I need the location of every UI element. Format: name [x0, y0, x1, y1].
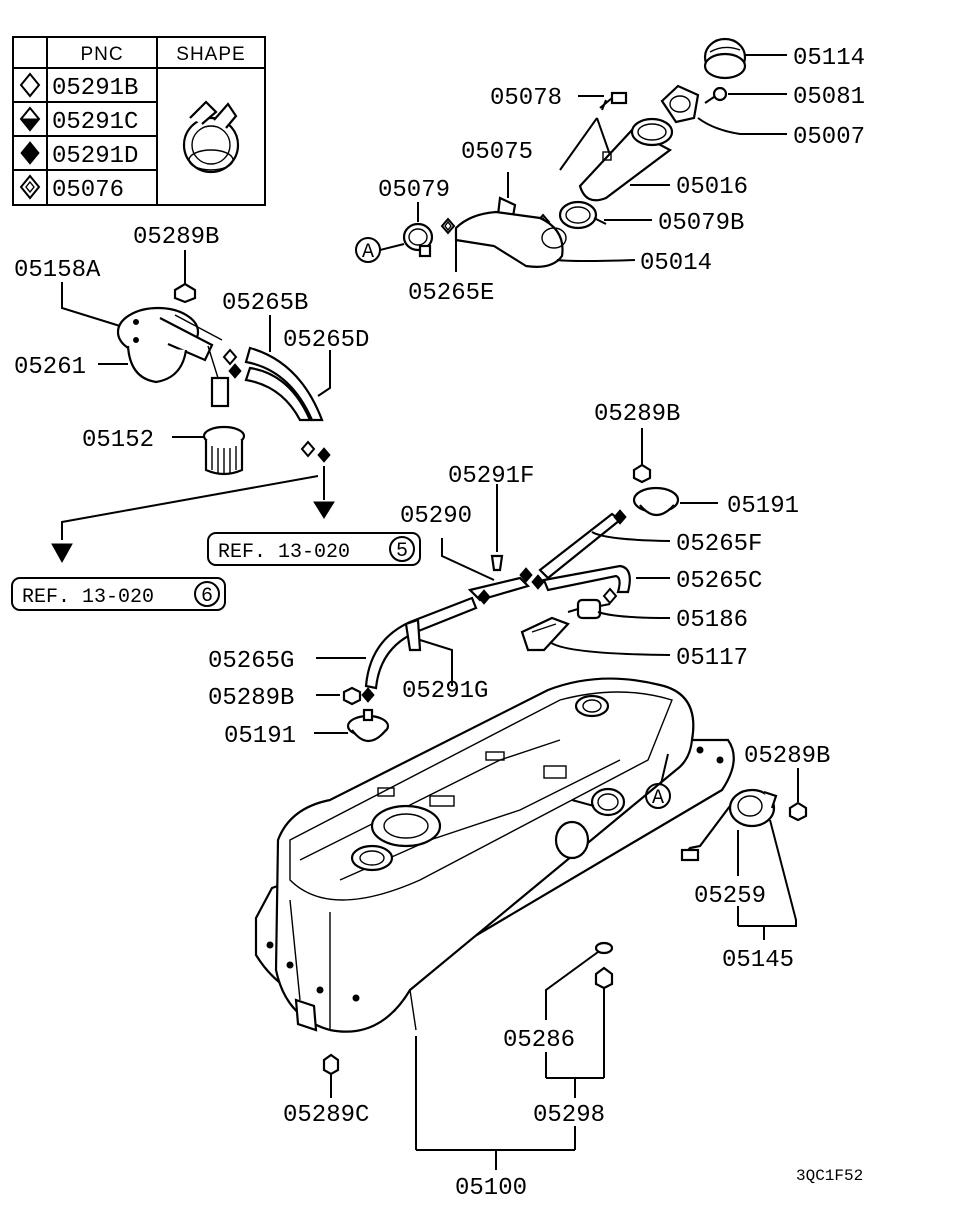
- label-05075: 05075: [461, 139, 533, 166]
- label-05265e: 05265E: [408, 280, 494, 307]
- filler-pipe: [578, 117, 674, 202]
- nut-05289b-top: [173, 282, 197, 304]
- label-05289c: 05289C: [283, 1102, 369, 1129]
- label-05100: 05100: [455, 1175, 527, 1202]
- label-05152: 05152: [82, 427, 154, 454]
- fuel-pump-assembly: [51, 250, 335, 564]
- reference-box-13-020-5[interactable]: REF. 13-020 5: [207, 532, 421, 566]
- hollow-diamond-icon: [19, 72, 41, 98]
- label-05014: 05014: [640, 250, 712, 277]
- down-arrow-icon: [313, 501, 335, 519]
- check-valve-05186: [567, 598, 611, 620]
- label-05286: 05286: [503, 1027, 575, 1054]
- legend-code-05291b: 05291B: [52, 75, 138, 102]
- label-05289b-mid: 05289B: [594, 401, 680, 428]
- legend-header-pnc: PNC: [80, 44, 123, 65]
- label-05289b-top: 05289B: [133, 224, 219, 251]
- bolt-05078: [599, 91, 628, 111]
- fuel-gauge-sender-assembly: [680, 768, 808, 940]
- label-05290: 05290: [400, 503, 472, 530]
- label-05291g: 05291G: [402, 678, 488, 705]
- fuel-pump-body: [126, 345, 230, 408]
- legend-code-05291d: 05291D: [52, 143, 138, 170]
- reference-text: REF. 13-020: [218, 541, 350, 564]
- rollover-valve-left: [346, 708, 390, 743]
- fuel-gauge-unit: [680, 788, 778, 862]
- label-05078: 05078: [490, 85, 562, 112]
- reference-box-13-020-6[interactable]: REF. 13-020 6: [11, 577, 226, 611]
- tank-mounting-hardware: [322, 941, 614, 1170]
- label-05265c: 05265C: [676, 568, 762, 595]
- figure-code: 3QC1F52: [796, 1167, 863, 1185]
- label-05016: 05016: [676, 174, 748, 201]
- label-05191-left: 05191: [224, 723, 296, 750]
- part-number-labels: 05114 05078 05081 05007 05075 05016 0507…: [14, 45, 865, 1202]
- fuel-cap: [703, 37, 747, 80]
- screw-05081: [704, 86, 728, 104]
- label-05291f: 05291F: [448, 463, 534, 490]
- down-arrow-icon: [51, 543, 73, 564]
- label-05007: 05007: [793, 124, 865, 151]
- label-05259: 05259: [694, 883, 766, 910]
- symbol-legend-table: PNC SHAPE 05291B 05291C 05291D 05076: [12, 36, 266, 206]
- legend-code-05291c: 05291C: [52, 109, 138, 136]
- reference-marker-a: [645, 783, 671, 809]
- fuel-hoses-05265b-05265d: [244, 346, 324, 422]
- label-05265b: 05265B: [222, 290, 308, 317]
- reference-marker-a-label: A: [362, 241, 374, 264]
- rollover-valve-top: [632, 486, 680, 517]
- label-05289b-left: 05289B: [208, 685, 294, 712]
- label-05145: 05145: [722, 947, 794, 974]
- label-05079: 05079: [378, 177, 450, 204]
- fuel-filler-assembly: A: [355, 37, 787, 272]
- vapor-line-assembly: [314, 428, 718, 743]
- label-05265d: 05265D: [283, 327, 369, 354]
- label-05191-top: 05191: [727, 493, 799, 520]
- label-05298: 05298: [533, 1102, 605, 1129]
- label-05289b-right: 05289B: [744, 743, 830, 770]
- fuel-tank: A: [254, 677, 735, 1033]
- label-05265f: 05265F: [676, 531, 762, 558]
- label-05186: 05186: [676, 607, 748, 634]
- legend-header-shape: SHAPE: [176, 44, 245, 65]
- cross-diamond-icon: [19, 174, 41, 200]
- label-05265g: 05265G: [208, 648, 294, 675]
- label-05158a: 05158A: [14, 257, 101, 284]
- hose-clamp-05079: [402, 222, 434, 258]
- reference-marker-a-label: A: [652, 787, 664, 810]
- hose-clamp-05079b: [558, 200, 607, 230]
- label-05261: 05261: [14, 354, 86, 381]
- reference-number: 5: [396, 540, 408, 563]
- label-05081: 05081: [793, 84, 865, 111]
- hose-clamp-shape-icon: [182, 100, 240, 174]
- fuel-strainer: [202, 425, 246, 476]
- label-05117: 05117: [676, 645, 748, 672]
- legend-code-05076: 05076: [52, 177, 124, 204]
- label-05079b: 05079B: [658, 210, 744, 237]
- label-05114: 05114: [793, 45, 865, 72]
- reference-number: 6: [201, 585, 213, 608]
- filled-diamond-icon: [20, 141, 40, 165]
- canister-05117: [520, 616, 570, 652]
- filler-flange: [660, 84, 700, 124]
- filler-hose: [454, 210, 567, 268]
- reference-text: REF. 13-020: [22, 586, 154, 609]
